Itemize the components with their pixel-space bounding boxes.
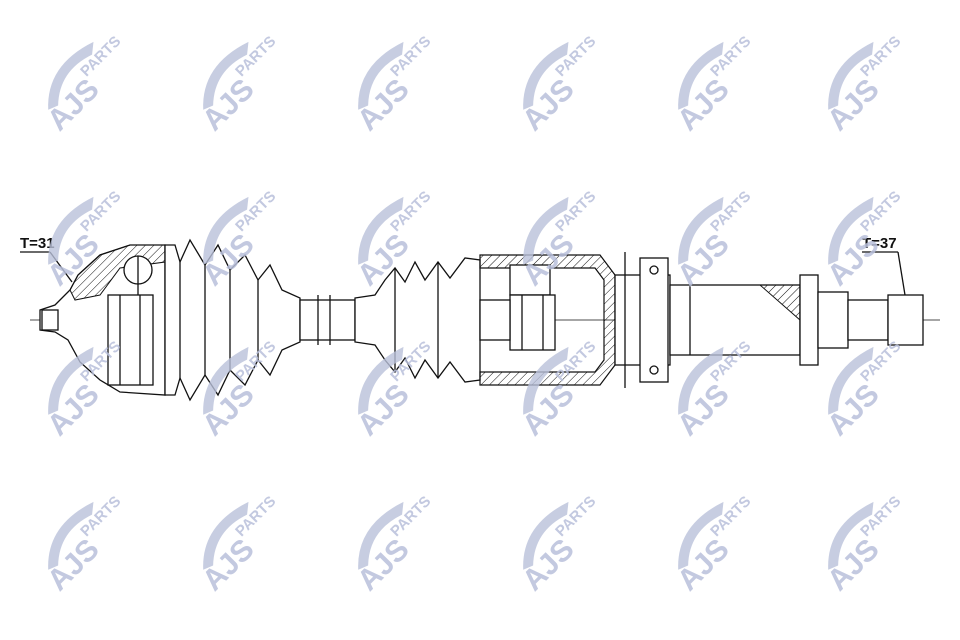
watermark-swoosh-icon <box>678 196 724 265</box>
teeth-label-left: T=31 <box>20 235 55 252</box>
shaft-middle <box>299 299 356 341</box>
watermark-swoosh-icon <box>48 196 94 265</box>
watermark-brand: AJS <box>671 73 736 138</box>
watermark-brand: AJS <box>671 378 736 443</box>
watermark-swoosh-icon <box>358 501 404 570</box>
watermark-swoosh-icon <box>678 501 724 570</box>
watermark-swoosh-icon <box>203 41 249 110</box>
tripod-housing <box>479 254 616 386</box>
watermark-brand: AJS <box>821 73 886 138</box>
watermark-swoosh-icon <box>48 41 94 110</box>
watermark-brand: AJS <box>351 73 416 138</box>
watermark-brand: AJS <box>671 228 736 293</box>
watermark-brand: AJS <box>821 533 886 598</box>
watermark-swoosh-icon <box>523 501 569 570</box>
watermark-swoosh-icon <box>48 501 94 570</box>
watermark-swoosh-icon <box>358 196 404 265</box>
watermark-brand: AJS <box>41 533 106 598</box>
outer-boot <box>164 238 301 402</box>
watermark-brand: AJS <box>516 73 581 138</box>
watermark-brand: AJS <box>351 378 416 443</box>
watermark-swoosh-icon <box>828 41 874 110</box>
outer-cv-joint <box>39 244 166 396</box>
watermark-swoosh-icon <box>828 346 874 415</box>
watermark-brand: AJS <box>821 378 886 443</box>
watermark-brand: AJS <box>516 533 581 598</box>
watermark-swoosh-icon <box>828 196 874 265</box>
watermark-brand: AJS <box>41 378 106 443</box>
watermark-swoosh-icon <box>678 346 724 415</box>
watermark-swoosh-icon <box>358 346 404 415</box>
watermark-swoosh-icon <box>523 196 569 265</box>
watermark-swoosh-icon <box>523 346 569 415</box>
teeth-label-right: T=37 <box>862 235 897 252</box>
watermark-brand: AJS <box>41 73 106 138</box>
watermark-swoosh-icon <box>523 41 569 110</box>
watermark-brand: AJS <box>671 533 736 598</box>
watermark-brand: AJS <box>516 378 581 443</box>
watermark-brand: AJS <box>196 378 261 443</box>
watermark-swoosh-icon <box>203 501 249 570</box>
bearing <box>614 252 671 388</box>
stub-shaft <box>669 274 924 366</box>
label-right-group: T=37 <box>862 235 906 296</box>
watermark-brand: AJS <box>196 533 261 598</box>
watermark-swoosh-icon <box>203 196 249 265</box>
watermark-swoosh-icon <box>678 41 724 110</box>
watermark-swoosh-icon <box>48 346 94 415</box>
watermark-swoosh-icon <box>203 346 249 415</box>
watermark-brand: AJS <box>196 73 261 138</box>
watermark-swoosh-icon <box>358 41 404 110</box>
watermark-swoosh-icon <box>828 501 874 570</box>
watermark-brand: AJS <box>351 533 416 598</box>
